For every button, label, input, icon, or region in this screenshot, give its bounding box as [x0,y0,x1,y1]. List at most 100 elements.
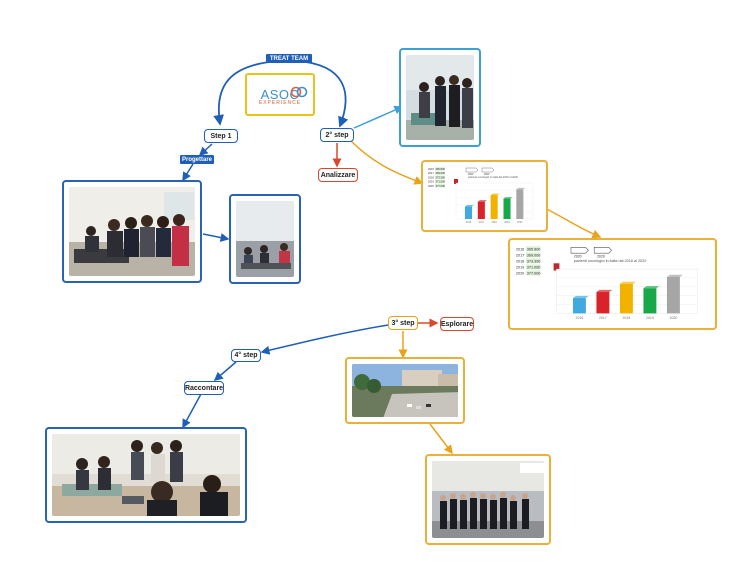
photo-students-standing[interactable] [399,48,481,147]
photo-campus-aerial[interactable] [345,357,465,424]
x-tick-label: 2017 [599,316,607,320]
legend-value: 369.000 [436,171,446,175]
x-tick-label: 2020 [670,316,678,320]
step2-node[interactable]: 2° step [320,128,354,142]
connector-photo4-photo5 [429,423,453,455]
bar [572,298,586,314]
legend-year: 2018 [428,175,434,179]
callout-arrow [570,247,589,254]
x-tick-label: 2018 [623,316,631,320]
legend-year: 2016 [428,167,434,171]
x-tick-label: 2016 [466,221,472,224]
bar-top [477,200,487,202]
logo-rings-icon [290,86,308,98]
bar-top [666,274,683,277]
emblem-icon [553,263,560,271]
legend-value-bg [526,258,541,264]
legend-value-bg [435,179,445,184]
bar [619,283,633,314]
legend-year: 2020 [428,184,434,188]
progettare-tag[interactable]: Progettare [180,155,214,164]
bar-top [464,205,475,207]
callout-arrow [481,167,495,173]
legend-value-bg [435,167,445,171]
step1-node[interactable]: Step 1 [204,129,238,143]
legend-value: 371.000 [436,180,446,184]
bar-top [643,286,660,289]
bar [516,189,524,219]
legend-value-bg [526,246,541,252]
treat-team-tag[interactable]: TREAT TEAM [266,54,312,63]
legend-value-bg [526,270,541,276]
analizzare-node[interactable]: Analizzare [318,168,358,182]
legend-value-bg [435,175,445,179]
arc-connector-right [297,60,349,128]
photo-icon [406,55,474,140]
legend-value: 373.300 [527,259,541,263]
raccontare-node[interactable]: Raccontare [184,381,224,395]
photo-icon [52,434,240,516]
photo-icon [352,364,458,417]
bar-top [490,193,500,196]
legend-year: 2016 [516,247,524,251]
photo-icon [432,461,544,538]
asoc-logo: ASOC EXPERIENCE [245,73,315,116]
bar [643,288,657,314]
callout-label: 2020 [574,255,582,259]
x-tick-label: 2019 [504,221,510,224]
callout-arrow [465,167,479,173]
bar [464,206,473,219]
legend-value-bg [435,184,445,188]
legend-value: 377.000 [527,272,541,276]
legend-value: 369.000 [527,253,541,257]
connector-step3-step4 [260,324,389,355]
bar [490,195,498,219]
arc-connector-left [213,60,279,126]
bar-top [503,197,513,199]
bar [666,276,680,314]
connector-photo1-photo2 [202,233,230,242]
bar-top [596,289,613,293]
connector-step2-chart1 [349,139,424,185]
photo-students-computers[interactable] [62,180,202,283]
legend-value-bg [435,171,445,175]
legend-value: 365.800 [527,247,541,251]
legend-value-bg [526,252,541,258]
bar-top [572,295,589,299]
photo-classroom[interactable] [229,194,301,284]
emblem-icon [454,179,458,184]
legend-year: 2018 [516,259,524,263]
bar [503,198,511,219]
legend-year: 2019 [516,266,524,270]
chart-title: pazienti oncologici in italia dal 2016 a… [574,259,646,263]
legend-year: 2019 [428,180,434,184]
callout-label: 2020 [597,255,605,259]
connector-raccontare-photo [182,393,202,429]
logo-sub-text: EXPERIENCE [258,100,302,106]
x-tick-label: 2018 [492,221,498,224]
photo-students-laptops[interactable] [45,427,247,523]
callout-label: 2020 [468,173,474,176]
legend-value: 365.800 [436,167,446,171]
connector-step2-photo3 [353,105,404,129]
bar [477,201,485,219]
x-tick-label: 2020 [517,221,523,224]
x-tick-label: 2019 [646,316,654,320]
legend-value: 371.000 [527,266,541,270]
bar-top [516,187,526,190]
step3-node[interactable]: 3° step [388,316,418,330]
step4-node[interactable]: 4° step [231,349,261,362]
esplorare-node[interactable]: Esplorare [440,317,474,331]
legend-value-bg [526,264,541,270]
callout-label: 2020 [484,173,490,176]
bar [596,292,610,314]
photo-group[interactable] [425,454,551,545]
legend-value: 377.000 [436,184,446,188]
x-tick-label: 2017 [479,221,485,224]
connector-step4-raccontare [213,361,237,381]
